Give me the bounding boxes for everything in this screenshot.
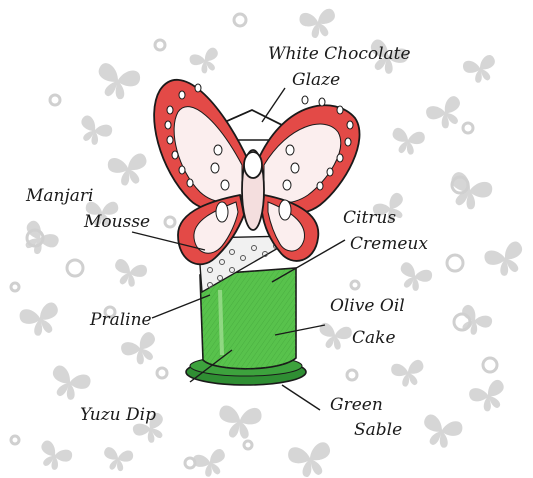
- label-yuzu-dip: Yuzu Dip: [80, 405, 156, 425]
- label-praline: Praline: [90, 310, 152, 330]
- label-olive-oil: Olive Oil: [330, 296, 405, 316]
- label-citrus: Citrus: [343, 208, 396, 228]
- label-green: Green: [330, 395, 383, 415]
- label-sable: Sable: [354, 420, 402, 440]
- label-white-chocolate: White Chocolate: [268, 44, 411, 64]
- label-cremeux: Cremeux: [350, 234, 428, 254]
- label-manjari: Manjari: [26, 186, 93, 206]
- label-mousse: Mousse: [84, 212, 150, 232]
- label-glaze: Glaze: [292, 70, 340, 90]
- label-cake: Cake: [352, 328, 396, 348]
